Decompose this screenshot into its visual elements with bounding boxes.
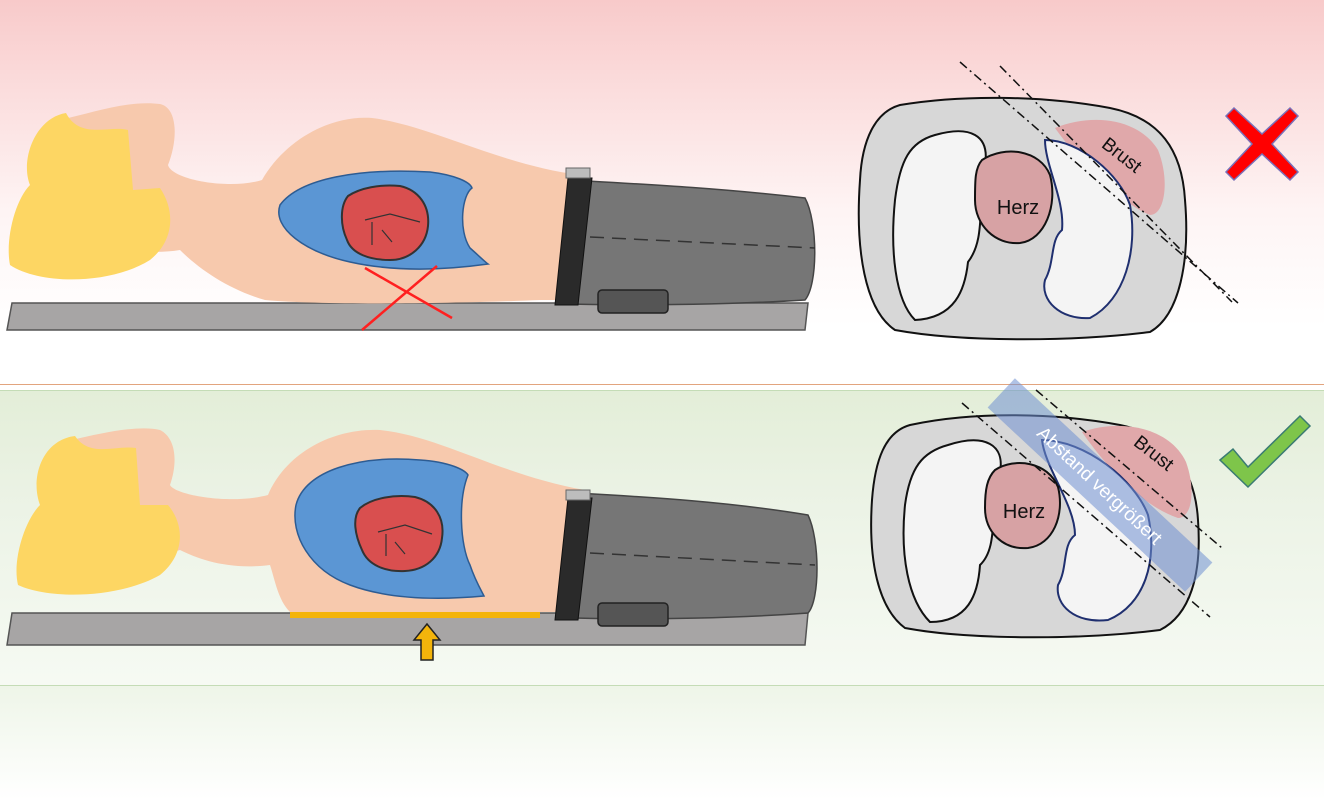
beam-line-1-top [959,61,1239,304]
pants-bottom [574,492,818,620]
patient-figure-bottom [6,428,818,661]
heart-section-top [973,150,1054,245]
heart-label-top: Herz [997,197,1039,219]
footer-background [0,686,1324,800]
treatment-table-top [6,302,809,331]
panel-divider [0,384,1324,385]
support-pad [290,612,540,618]
cross-section-top: Herz Brust [857,61,1239,341]
cross-section-bottom: Herz Brust Abstand vergrößert [870,378,1223,639]
beam-line-2-top [999,65,1233,303]
beam-line-1-bottom [961,402,1211,618]
red-cross-icon [1224,106,1300,182]
breast-shape-bottom [1082,425,1192,518]
heart-label-bottom: Herz [1003,501,1045,523]
pants-top [569,179,816,306]
breast-shape-top [1055,119,1165,215]
cross-mark-gap [364,266,453,320]
positioning-block-top [597,289,669,314]
heart-top [340,184,430,262]
up-arrow-icon [412,622,442,661]
left-lung-top [1043,138,1134,320]
hair-top [8,113,171,280]
heart-section-bottom [983,462,1061,550]
hair-bottom [16,436,180,595]
beam-line-2-bottom [1035,389,1223,549]
patient-figure-top [6,103,816,331]
green-check-icon [1218,414,1312,489]
positioning-block-bottom [597,602,669,627]
heart-bottom [354,495,444,573]
